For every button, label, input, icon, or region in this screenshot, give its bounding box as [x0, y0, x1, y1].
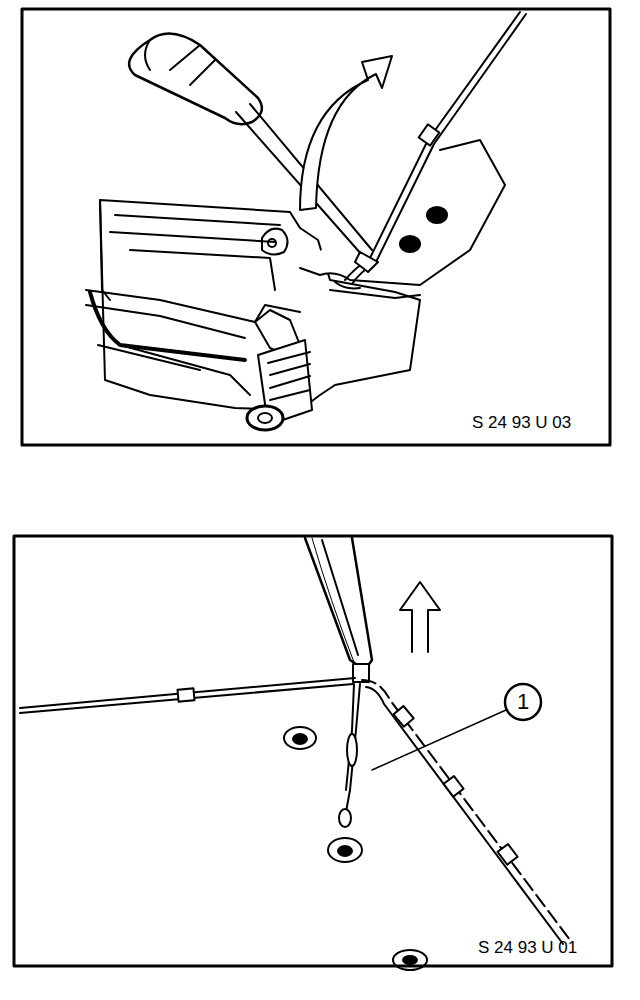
callout-circle	[505, 684, 541, 720]
figure-code: S 24 93 U 01	[478, 939, 577, 956]
direction-arrow	[400, 582, 440, 652]
retaining-wire	[339, 684, 360, 827]
callout-number: 1	[517, 691, 529, 713]
mounting-hole	[284, 727, 427, 970]
leader-line	[372, 710, 506, 770]
panel-frame	[22, 9, 610, 445]
pliers	[305, 538, 372, 682]
cable	[345, 12, 526, 284]
figure-code: S 24 93 U 03	[472, 414, 571, 431]
cable	[20, 678, 570, 944]
direction-arrow	[300, 56, 392, 210]
screwdriver	[129, 34, 378, 272]
panel-frame	[14, 536, 612, 966]
